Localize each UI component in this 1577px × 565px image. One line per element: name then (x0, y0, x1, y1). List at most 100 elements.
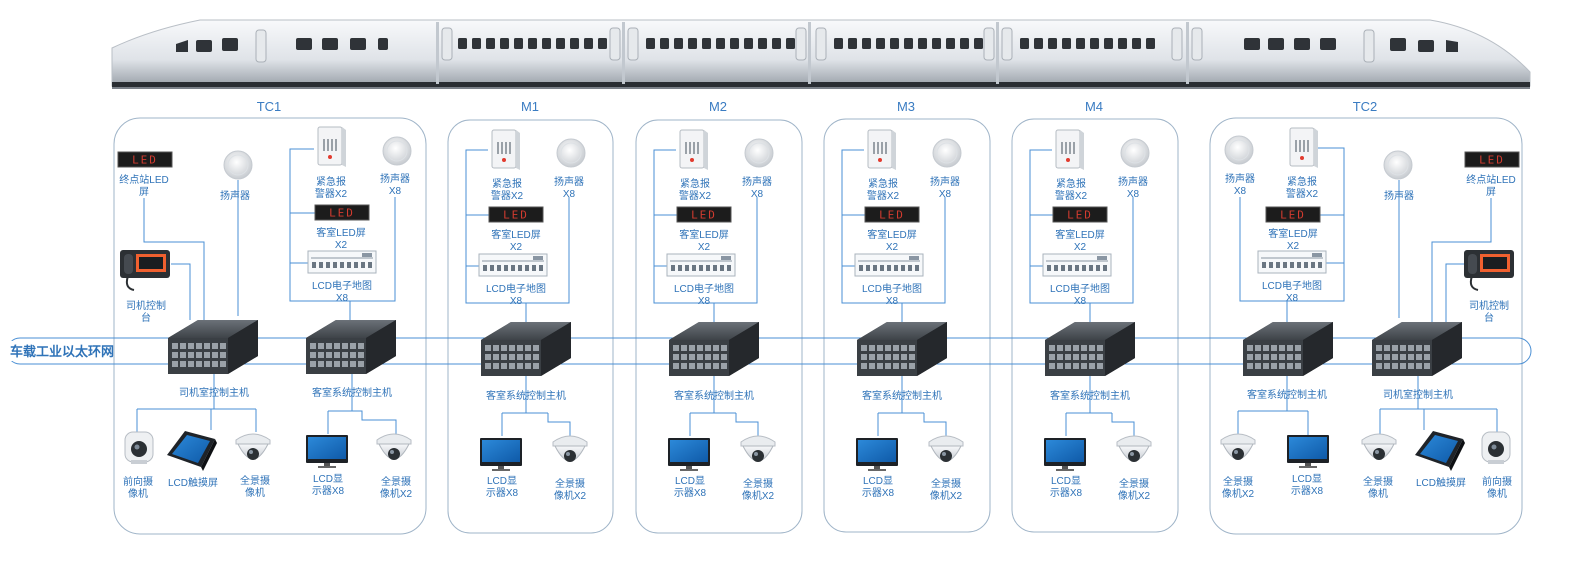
alarm-icon (1289, 127, 1318, 168)
label-cab-host: 司机室控制主机 (179, 386, 249, 399)
car-box-tc1 (113, 117, 427, 535)
alarm-icon (491, 129, 520, 170)
dome-camera-icon (928, 435, 964, 462)
alarm-icon (1055, 129, 1084, 170)
svg-text:LED: LED (329, 207, 355, 220)
touch-screen-icon (167, 431, 217, 471)
svg-text:LED: LED (503, 209, 529, 222)
dome-camera-icon (1361, 433, 1397, 460)
speaker-icon (1120, 138, 1150, 168)
label-pas-host: 客室系统控制主机 (674, 389, 754, 402)
label-lcd: LCD显示器X8 (486, 475, 519, 499)
car-box-tc2 (1209, 117, 1523, 535)
label-cab-host: 司机室控制主机 (1383, 388, 1453, 401)
label-lcd: LCD显示器X8 (312, 473, 345, 497)
label-alarm: 紧急报警器X2 (867, 177, 900, 202)
label-front-cam: 前向摄像机 (1482, 475, 1512, 500)
label-console: 司机控制台 (126, 299, 166, 324)
lcd-monitor-icon (306, 435, 348, 468)
lcd-map-icon (1257, 250, 1327, 274)
label-pas-host: 客室系统控制主机 (312, 386, 392, 399)
dome-camera-icon (235, 433, 271, 460)
label-pano-x2: 全景摄像机X2 (1118, 477, 1151, 502)
led-screen-icon: LED (488, 206, 544, 223)
control-host-icon (857, 322, 947, 376)
label-speaker: 扬声器 (1384, 189, 1414, 202)
label-lcd: LCD显示器X8 (1050, 475, 1083, 499)
lcd-monitor-icon (1044, 438, 1086, 471)
label-pano-x2: 全景摄像机X2 (742, 477, 775, 502)
alarm-icon (317, 126, 346, 167)
svg-text:LED: LED (132, 154, 158, 167)
label-pano-x2: 全景摄像机X2 (554, 477, 587, 502)
car-title-tc2: TC2 (1353, 99, 1378, 114)
speaker-icon (223, 150, 253, 180)
label-pas-host: 客室系统控制主机 (862, 389, 942, 402)
dome-camera-icon (376, 433, 412, 460)
car-box-m4 (1011, 118, 1179, 533)
speaker-icon (1383, 150, 1413, 180)
dome-camera-icon (552, 435, 588, 462)
lcd-map-icon (854, 253, 924, 277)
label-pano-x2: 全景摄像机X2 (380, 475, 413, 500)
label-speaker: 扬声器 (220, 189, 250, 202)
label-lcd: LCD显示器X8 (1291, 473, 1324, 497)
lcd-map-icon (478, 253, 548, 277)
control-host-icon (1372, 322, 1462, 376)
alarm-icon (679, 129, 708, 170)
label-pano-x2: 全景摄像机X2 (1222, 475, 1255, 500)
label-pas-host: 客室系统控制主机 (1050, 389, 1130, 402)
label-alarm: 紧急报警器X2 (315, 175, 348, 200)
lcd-monitor-icon (480, 438, 522, 471)
lcd-monitor-icon (1287, 435, 1329, 468)
dome-camera-icon (1116, 435, 1152, 462)
car-title-m2: M2 (709, 99, 727, 114)
lcd-monitor-icon (668, 438, 710, 471)
control-host-icon (1243, 322, 1333, 376)
label-pano: 全景摄像机 (1363, 475, 1393, 500)
label-console: 司机控制台 (1469, 299, 1509, 324)
control-host-icon (1045, 322, 1135, 376)
label-lcd: LCD显示器X8 (674, 475, 707, 499)
control-host-icon (669, 322, 759, 376)
bullet-camera-icon (1481, 431, 1511, 464)
ring-label: 车载工业以太环网 (10, 344, 114, 359)
lcd-map-icon (1042, 253, 1112, 277)
car-title-m1: M1 (521, 99, 539, 114)
lcd-map-icon (666, 253, 736, 277)
label-front-cam: 前向摄像机 (123, 475, 153, 500)
alarm-icon (867, 129, 896, 170)
svg-text:LED: LED (1479, 154, 1505, 167)
led-screen-icon: LED (1265, 206, 1321, 223)
svg-text:LED: LED (691, 209, 717, 222)
lcd-monitor-icon (856, 438, 898, 471)
touch-screen-icon (1415, 431, 1465, 471)
svg-text:LED: LED (1280, 209, 1306, 222)
control-host-icon (306, 320, 396, 374)
car-title-tc1: TC1 (257, 99, 282, 114)
svg-text:LED: LED (879, 209, 905, 222)
led-screen-icon: LED (314, 204, 370, 221)
speaker-icon (556, 138, 586, 168)
svg-text:LED: LED (1067, 209, 1093, 222)
car-box-m3 (823, 118, 991, 533)
control-host-icon (481, 322, 571, 376)
led-screen-icon: LED (676, 206, 732, 223)
control-host-icon (168, 320, 258, 374)
train-icon (111, 19, 1531, 89)
label-pano-x2: 全景摄像机X2 (930, 477, 963, 502)
speaker-icon (382, 136, 412, 166)
